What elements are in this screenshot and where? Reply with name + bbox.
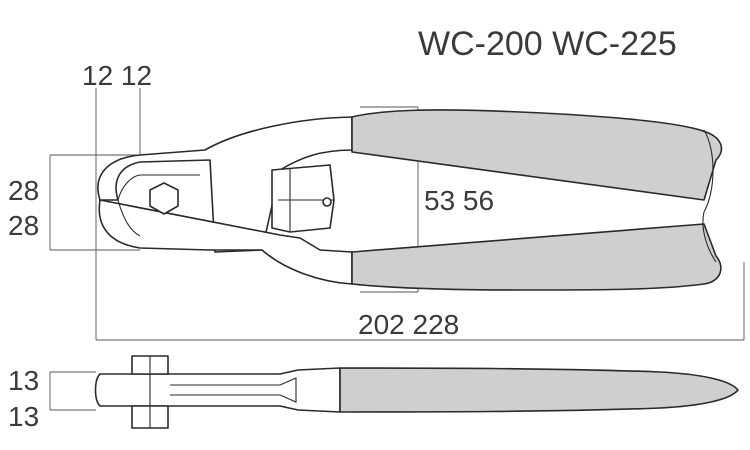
hex-bolt-icon	[149, 182, 179, 215]
lower-handle-grip	[351, 223, 722, 291]
dim-thickness-bottom: 13	[8, 401, 39, 432]
model-title: WC-200 WC-225	[418, 25, 677, 63]
cutter-side-view	[49, 355, 739, 429]
side-handle-grip	[339, 367, 739, 413]
pivot-link	[271, 164, 335, 233]
cutter-top-view	[97, 109, 723, 291]
upper-handle-grip	[351, 109, 723, 201]
dim-thickness-top: 13	[8, 365, 39, 396]
side-head	[94, 367, 341, 413]
dim-handle-span: 53 56	[424, 185, 494, 216]
dim-jaw-height-bottom: 28	[8, 210, 39, 241]
dim-jaw-width: 12 12	[82, 60, 152, 91]
dim-jaw-height-top: 28	[8, 175, 39, 206]
dim-overall-length: 202 228	[358, 309, 459, 340]
